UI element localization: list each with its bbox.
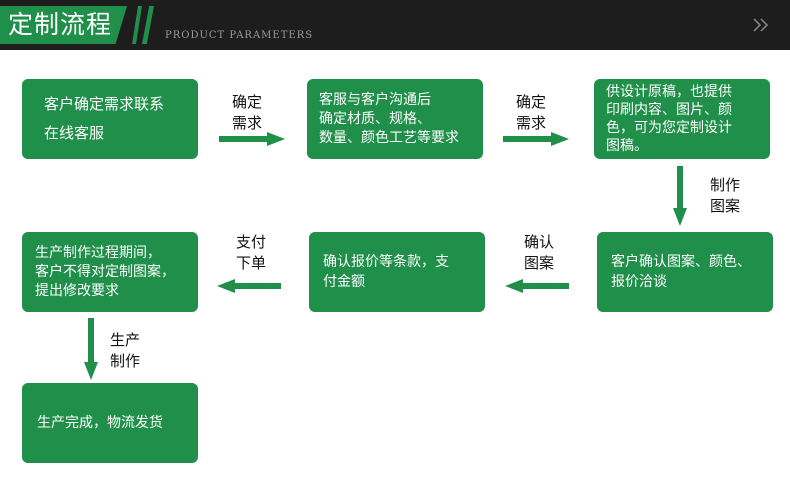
step-3-line: 色，可为您定制设计 xyxy=(606,120,732,136)
connector-5-line: 支付 xyxy=(235,233,266,251)
connector-2-line: 确定 xyxy=(515,93,546,111)
step-3-box: 供设计原稿，也提供 印刷内容、图片、颜 色，可为您定制设计 图稿。 xyxy=(594,79,770,159)
more-chevron-icon[interactable] xyxy=(752,17,770,37)
step-4-line: 客户确认图案、颜色、 xyxy=(611,254,751,270)
page-title: 定制流程 xyxy=(8,10,113,39)
connector-6-label: 生产 制作 xyxy=(100,330,150,372)
step-6-line: 生产制作过程期间， xyxy=(35,244,161,261)
connector-6-line: 生产 xyxy=(109,331,140,349)
connector-6-line: 制作 xyxy=(109,352,140,370)
connector-3-line: 图案 xyxy=(709,197,740,215)
step-3-line: 供设计原稿，也提供 xyxy=(606,84,732,100)
step-2-box: 客服与客户沟通后 确定材质、规格、 数量、颜色工艺等要求 xyxy=(307,79,483,159)
arrow-left-icon xyxy=(505,279,569,293)
step-1-line: 在线客服 xyxy=(44,124,105,142)
step-2-line: 确定材质、规格、 xyxy=(319,110,431,127)
step-2-line: 数量、颜色工艺等要求 xyxy=(319,129,459,146)
arrow-down-icon xyxy=(673,166,687,226)
step-4-line: 报价洽谈 xyxy=(611,274,667,290)
connector-4-label: 确认 图案 xyxy=(514,232,564,274)
connector-2-label: 确定 需求 xyxy=(506,92,556,134)
step-7-box: 生产完成，物流发货 xyxy=(22,383,198,463)
connector-3-line: 制作 xyxy=(709,176,740,194)
connector-1-line: 确定 xyxy=(231,93,262,111)
title-banner xyxy=(0,6,127,44)
step-1-line: 客户确定需求联系 xyxy=(44,95,165,113)
header-bar xyxy=(0,0,790,50)
step-4-box: 客户确认图案、颜色、 报价洽谈 xyxy=(597,232,773,312)
step-5-box: 确认报价等条款，支 付金额 xyxy=(309,232,485,312)
connector-2-line: 需求 xyxy=(515,114,546,132)
arrow-down-icon xyxy=(84,318,98,380)
arrow-right-icon xyxy=(219,132,285,146)
page-subtitle: PRODUCT PARAMETERS xyxy=(165,30,314,41)
step-5-line: 确认报价等条款，支 xyxy=(323,254,449,270)
step-6-line: 客户不得对定制图案， xyxy=(35,263,175,280)
step-7-line: 生产完成，物流发货 xyxy=(37,414,163,431)
step-2-line: 客服与客户沟通后 xyxy=(319,91,431,108)
step-3-line: 图稿。 xyxy=(606,138,648,154)
connector-1-line: 需求 xyxy=(231,114,262,132)
connector-4-line: 确认 xyxy=(523,233,554,251)
connector-3-label: 制作 图案 xyxy=(700,175,750,217)
arrow-left-icon xyxy=(217,279,281,293)
connector-5-label: 支付 下单 xyxy=(226,232,276,274)
step-6-box: 生产制作过程期间， 客户不得对定制图案， 提出修改要求 xyxy=(22,232,198,312)
arrow-right-icon xyxy=(503,132,569,146)
connector-4-line: 图案 xyxy=(523,254,554,272)
decorative-stripe xyxy=(132,6,142,44)
connector-5-line: 下单 xyxy=(235,254,266,272)
step-3-line: 印刷内容、图片、颜 xyxy=(606,102,732,118)
step-1-box: 客户确定需求联系 在线客服 xyxy=(22,79,198,159)
step-5-line: 付金额 xyxy=(323,274,365,290)
connector-1-label: 确定 需求 xyxy=(222,92,272,134)
step-6-line: 提出修改要求 xyxy=(35,282,119,299)
